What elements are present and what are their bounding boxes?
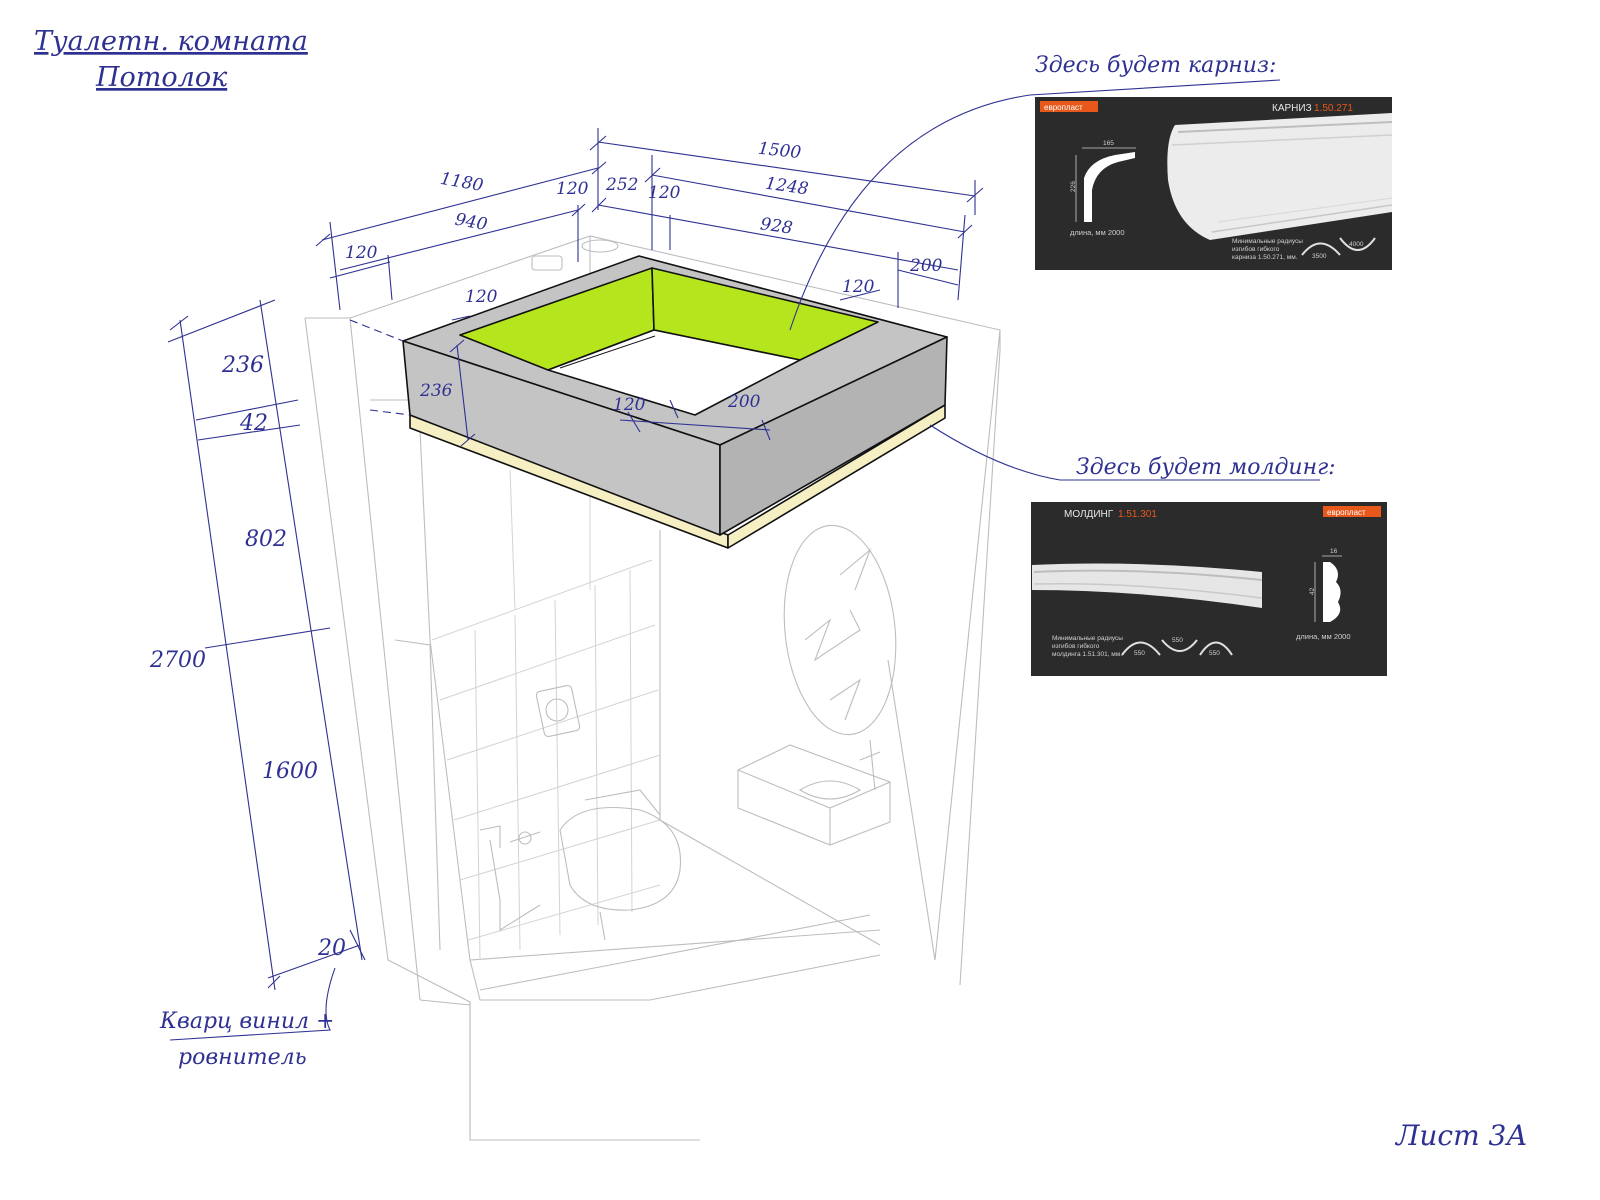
cornice-radius-note-3: карниза 1.50.271, мм. — [1232, 254, 1298, 261]
dim-box-right: 120 — [842, 277, 875, 297]
dim-right-end: 200 — [909, 256, 943, 276]
dim-left-end: 120 — [345, 243, 378, 263]
molding-dim-w: 16 — [1330, 548, 1338, 555]
cornice-radius-note-2: изгибов гибкого — [1232, 245, 1280, 253]
molding-radius-note-3: молдинга 1.51.301, мм. — [1052, 651, 1122, 658]
molding-r1: 550 — [1134, 650, 1145, 657]
dim-top-c: 120 — [648, 183, 681, 203]
dim-left-mid: 940 — [453, 210, 489, 235]
cornice-r1: 3500 — [1312, 253, 1327, 260]
note-floor-2: ровнитель — [178, 1045, 307, 1070]
note-floor-1: Кварц винил + — [159, 1009, 334, 1034]
molding-radius-note-1: Минимальные радиусы — [1052, 635, 1123, 642]
dim-top-b: 252 — [605, 175, 638, 195]
dim-v-236: 236 — [221, 353, 264, 378]
molding-brand-badge — [1323, 506, 1381, 517]
title-line-2: Потолок — [95, 62, 228, 93]
dim-right-mid: 928 — [759, 214, 794, 238]
room-outline — [304, 235, 1001, 1141]
box-front-right — [719, 336, 948, 536]
dim-right-top: 1248 — [764, 174, 810, 200]
molding-product: МОЛДИНГ — [1064, 509, 1114, 520]
dim-box-height: 236 — [419, 381, 453, 401]
molding-band-right — [727, 404, 946, 549]
molding-r2: 550 — [1172, 637, 1183, 644]
note-cornice: Здесь будет карниз: — [1035, 53, 1276, 78]
cornice-brand-badge — [1040, 101, 1098, 112]
molding-dim-h: 42 — [1309, 587, 1316, 595]
dim-box-bottom-b: 200 — [727, 392, 761, 412]
dim-v-20: 20 — [317, 936, 346, 961]
note-molding: Здесь будет молдинг: — [1076, 455, 1336, 480]
dim-v-802: 802 — [245, 527, 287, 552]
cornice-card: европласт КАРНИЗ 1.50.271 165 226 длина,… — [1035, 97, 1393, 270]
dim-top-total: 1500 — [757, 139, 802, 163]
molding-card: европласт МОЛДИНГ 1.51.301 16 42 длина, … — [1031, 502, 1387, 676]
cornice-length: длина, мм 2000 — [1070, 228, 1125, 237]
molding-code: 1.51.301 — [1118, 509, 1157, 520]
dim-left-top: 1180 — [439, 169, 485, 196]
cornice-dim-w: 165 — [1103, 140, 1114, 147]
molding-length: длина, мм 2000 — [1296, 632, 1351, 641]
ceiling-box — [402, 255, 948, 549]
molding-r3: 550 — [1209, 650, 1220, 657]
molding-brand: европласт — [1327, 508, 1366, 517]
dim-v-42: 42 — [239, 411, 268, 436]
dim-box-left: 120 — [465, 287, 498, 307]
cornice-code: 1.50.271 — [1314, 103, 1353, 114]
cornice-r2: 4000 — [1349, 241, 1364, 248]
molding-radius-note-2: изгибов гибкого — [1052, 642, 1100, 650]
dim-top-a: 120 — [556, 179, 589, 199]
cornice-radius-note-1: Минимальные радиусы — [1232, 238, 1303, 245]
dimension-lines — [167, 79, 1320, 1041]
cornice-brand: европласт — [1044, 103, 1083, 112]
dim-v-1600: 1600 — [262, 759, 318, 784]
dim-box-bottom-a: 120 — [613, 395, 646, 415]
cornice-product: КАРНИЗ — [1272, 103, 1312, 114]
title-line-1: Туалетн. комната — [34, 26, 308, 57]
sheet-label: Лист 3А — [1394, 1119, 1528, 1152]
dim-v-2700: 2700 — [149, 648, 206, 673]
cornice-dim-h: 226 — [1070, 181, 1077, 192]
